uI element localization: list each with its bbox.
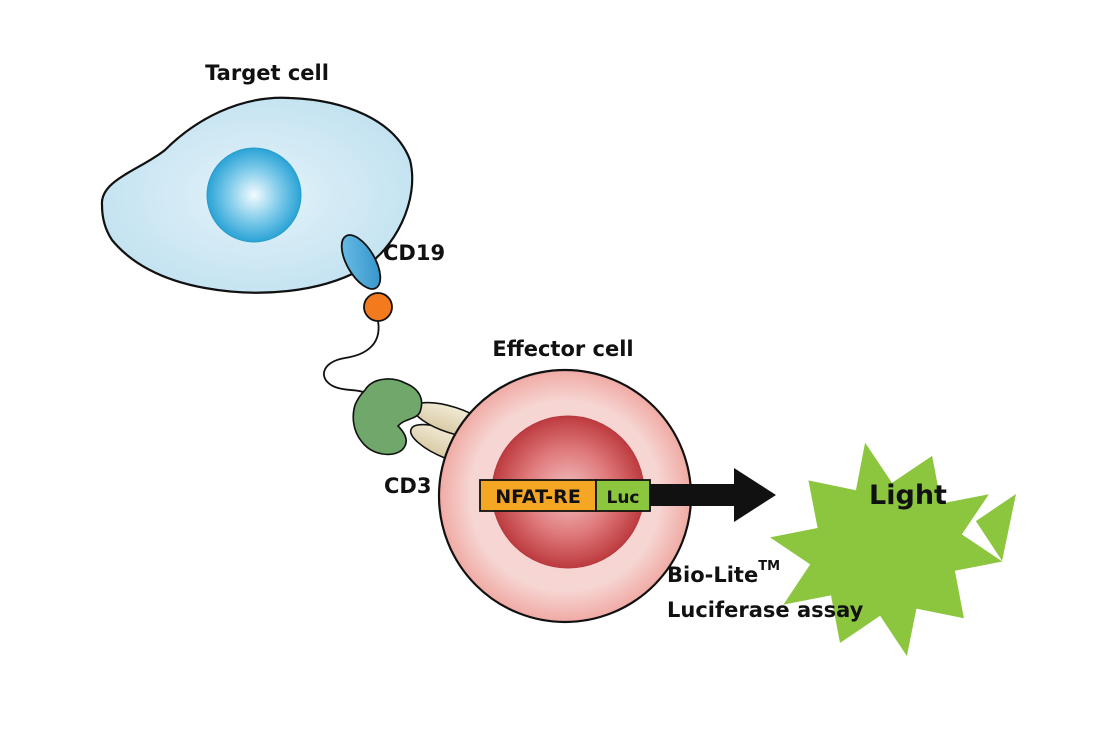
linker-ball bbox=[363, 292, 393, 322]
cd3-green-domain bbox=[352, 378, 423, 456]
light-label: Light bbox=[869, 480, 947, 511]
light-burst bbox=[770, 442, 1016, 657]
effector-cell-label: Effector cell bbox=[492, 337, 633, 361]
target-cell-nucleus bbox=[206, 147, 302, 243]
arrow-head bbox=[734, 468, 776, 522]
cd19-receptor bbox=[340, 234, 382, 290]
target-cell bbox=[100, 96, 414, 294]
nfat-re-label: NFAT-RE bbox=[495, 486, 581, 508]
luciferase-assay-label: Luciferase assay bbox=[667, 598, 864, 622]
target-cell-label: Target cell bbox=[205, 61, 329, 85]
luc-label: Luc bbox=[606, 488, 639, 508]
trademark-text: TM bbox=[758, 559, 780, 574]
cd3-label: CD3 bbox=[384, 474, 431, 498]
arrow-shaft bbox=[650, 484, 738, 506]
biolite-label: Bio-LiteTM bbox=[667, 559, 780, 587]
nfat-re-box bbox=[479, 479, 597, 512]
biolite-text: Bio-Lite bbox=[667, 563, 758, 587]
cd19-label: CD19 bbox=[383, 241, 445, 265]
linker-strand bbox=[323, 320, 380, 396]
